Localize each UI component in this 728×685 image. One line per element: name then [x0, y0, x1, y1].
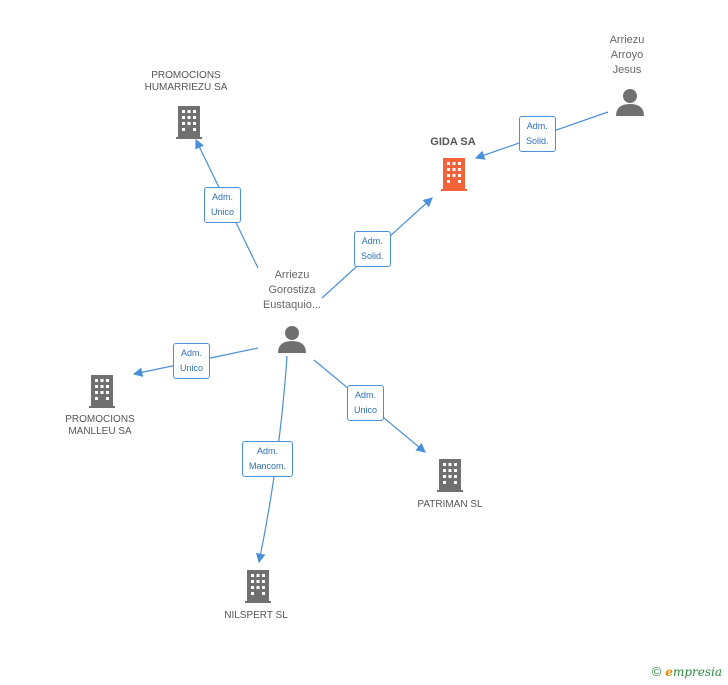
footer-brand: © empresia	[652, 664, 722, 679]
building-icon[interactable]	[439, 156, 469, 192]
edge-label-e1[interactable]: Adm. Unico	[204, 187, 242, 223]
node-label-promocions-humarriezu: PROMOCIONS HUMARRIEZU SA	[144, 70, 228, 93]
node-label-arriezu-gorostiza: Arriezu Gorostiza Eustaquio...	[262, 269, 322, 311]
edge-label-e5[interactable]: Adm. Unico	[347, 385, 385, 421]
building-icon[interactable]	[174, 104, 204, 140]
node-label-promocions-manlleu: PROMOCIONS MANLLEU SA	[65, 414, 135, 437]
edge-label-e6[interactable]: Adm. Mancom.	[242, 441, 294, 477]
person-icon[interactable]	[614, 87, 646, 117]
copyright-symbol: ©	[651, 664, 662, 679]
node-label-patriman: PATRIMAN SL	[417, 499, 483, 510]
node-label-arriezu-arroyo: Arriezu Arroyo Jesus	[609, 34, 645, 76]
edge-label-e2[interactable]: Adm. Solid.	[354, 231, 391, 267]
building-icon[interactable]	[435, 457, 465, 493]
building-icon[interactable]	[87, 373, 117, 409]
node-label-nilspert: NILSPERT SL	[224, 610, 288, 621]
building-icon[interactable]	[243, 568, 273, 604]
person-icon[interactable]	[276, 324, 308, 354]
node-label-gida: GIDA SA	[430, 136, 476, 148]
edge-label-e4[interactable]: Adm. Unico	[173, 343, 211, 379]
brand-logo[interactable]: empresia	[665, 664, 722, 679]
edge-label-e3[interactable]: Adm. Solid.	[519, 116, 556, 152]
